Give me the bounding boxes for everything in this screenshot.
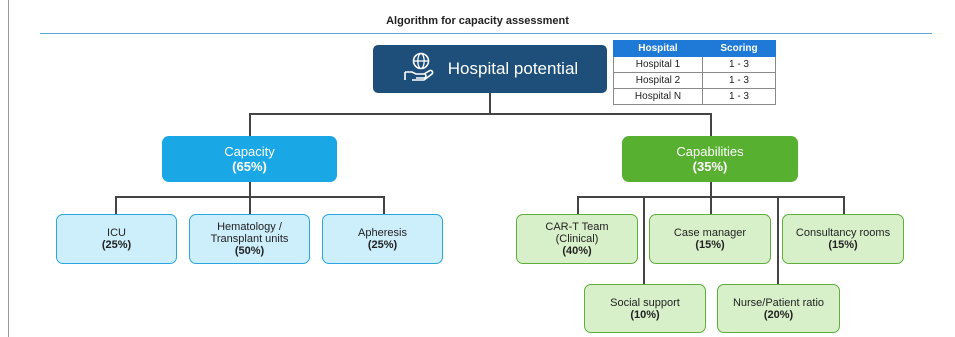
frame-left-border bbox=[8, 0, 9, 337]
connector bbox=[249, 113, 251, 136]
node-label: Nurse/Patient ratio bbox=[732, 296, 825, 309]
node-label: ICU bbox=[107, 227, 126, 239]
leaf-icu: ICU (25%) bbox=[56, 214, 177, 264]
node-label: Consultancy rooms bbox=[795, 227, 891, 239]
node-percent: (20%) bbox=[763, 308, 794, 321]
connector bbox=[249, 196, 251, 214]
table-cell: 1 - 3 bbox=[702, 72, 776, 89]
table-row: Hospital 1 1 - 3 bbox=[613, 56, 776, 73]
node-label: Capabilities bbox=[676, 144, 744, 159]
table-header: Scoring bbox=[702, 40, 776, 57]
scoring-table: Hospital Scoring Hospital 1 1 - 3 Hospit… bbox=[613, 40, 776, 105]
table-cell: Hospital N bbox=[613, 88, 703, 105]
leaf-hematology-transplant: Hematology / Transplant units (50%) bbox=[189, 214, 310, 264]
node-label-line2: Transplant units bbox=[210, 233, 289, 245]
leaf-nurse-patient-ratio: Nurse/Patient ratio (20%) bbox=[717, 284, 840, 333]
diagram-title: Algorithm for capacity assessment bbox=[386, 15, 569, 27]
connector bbox=[710, 196, 712, 214]
hand-globe-icon bbox=[402, 50, 436, 89]
node-label: Apheresis bbox=[358, 227, 407, 239]
table-row: Hospital N 1 - 3 bbox=[613, 88, 776, 105]
node-percent: (15%) bbox=[828, 239, 858, 251]
node-label: Hematology / bbox=[217, 221, 282, 233]
root-node-hospital-potential: Hospital potential bbox=[373, 45, 607, 93]
connector bbox=[249, 113, 711, 115]
root-label: Hospital potential bbox=[447, 59, 579, 78]
title-divider bbox=[40, 33, 932, 34]
node-percent: (10%) bbox=[630, 308, 660, 321]
connector bbox=[643, 196, 645, 286]
node-label: CAR-T Team bbox=[545, 221, 609, 233]
node-label: Social support bbox=[610, 296, 680, 309]
table-row: Hospital 2 1 - 3 bbox=[613, 72, 776, 89]
table-cell: Hospital 2 bbox=[613, 72, 703, 89]
node-percent: (25%) bbox=[367, 239, 398, 251]
table-header: Hospital bbox=[613, 40, 703, 57]
node-percent: (25%) bbox=[101, 239, 132, 251]
node-label: Capacity bbox=[224, 144, 275, 159]
node-percent: (50%) bbox=[234, 245, 265, 257]
leaf-apheresis: Apheresis (25%) bbox=[322, 214, 443, 264]
connector bbox=[843, 196, 845, 214]
connector bbox=[710, 113, 712, 136]
node-percent: (15%) bbox=[695, 239, 725, 251]
table-cell: 1 - 3 bbox=[702, 56, 776, 73]
node-percent: (65%) bbox=[232, 159, 267, 174]
connector bbox=[710, 182, 712, 197]
connector bbox=[249, 182, 251, 197]
node-percent: (35%) bbox=[692, 159, 728, 174]
table-cell: Hospital 1 bbox=[613, 56, 703, 73]
connector bbox=[777, 196, 779, 286]
capabilities-node: Capabilities (35%) bbox=[622, 136, 798, 182]
connector bbox=[577, 196, 579, 214]
leaf-consultancy-rooms: Consultancy rooms (15%) bbox=[782, 214, 904, 264]
node-label: Case manager bbox=[673, 227, 747, 239]
capacity-node: Capacity (65%) bbox=[162, 136, 337, 182]
leaf-social-support: Social support (10%) bbox=[584, 284, 706, 333]
leaf-case-manager: Case manager (15%) bbox=[649, 214, 771, 264]
connector bbox=[115, 196, 117, 214]
connector bbox=[489, 93, 491, 114]
table-cell: 1 - 3 bbox=[702, 88, 776, 105]
node-percent: (40%) bbox=[562, 245, 592, 257]
leaf-car-t-team: CAR-T Team (Clinical) (40%) bbox=[516, 214, 638, 264]
connector bbox=[383, 196, 385, 214]
node-label-line2: (Clinical) bbox=[555, 233, 599, 245]
